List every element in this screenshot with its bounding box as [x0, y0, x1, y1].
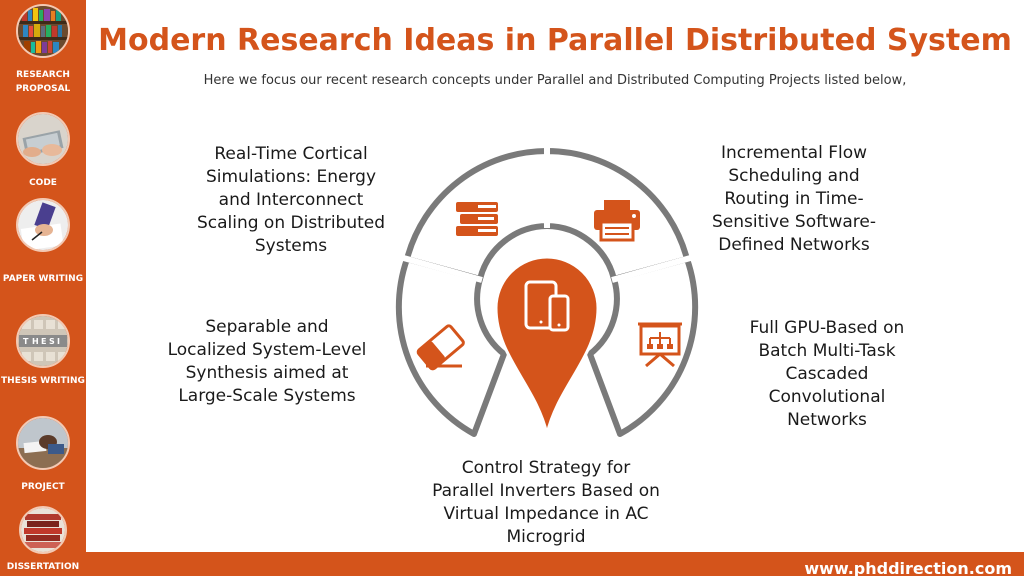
sidebar-item-code[interactable]: CODE: [0, 112, 86, 190]
sidebar-item-paper-writing[interactable]: PAPER WRITING: [0, 198, 86, 286]
sidebar-item-research-proposal[interactable]: RESEARCH PROPOSAL: [0, 4, 86, 96]
writing-hand-thumbnail: [16, 198, 70, 252]
ring-gap: [611, 254, 695, 283]
website-url[interactable]: www.phddirection.com: [804, 559, 1012, 578]
book-stack-thumbnail: [19, 506, 67, 554]
sidebar-item-label: PAPER WRITING: [2, 274, 84, 284]
presentation-chart-icon: [638, 322, 682, 368]
sidebar: RESEARCH PROPOSAL CODE PAPER WRITING: [0, 0, 86, 576]
svg-text:S: S: [49, 337, 55, 346]
ring-gap: [399, 254, 483, 283]
laptop-hands-thumbnail: [16, 112, 70, 166]
printer-icon: [594, 200, 640, 242]
footer-bar: www.phddirection.com: [86, 552, 1024, 578]
segmented-ring-diagram: [395, 146, 699, 437]
bookshelf-thumbnail: [16, 4, 70, 58]
sidebar-item-label: PROJECT: [21, 482, 65, 492]
devices-icon: [524, 280, 570, 332]
sidebar-item-dissertation[interactable]: DISSERTATION: [0, 506, 86, 574]
eraser-icon: [416, 324, 465, 371]
center-pin: [494, 255, 600, 435]
sidebar-item-label: DISSERTATION: [6, 562, 80, 572]
sidebar-item-label: THESIS WRITING: [1, 376, 85, 386]
page-subtitle: Here we focus our recent research concep…: [203, 73, 907, 88]
desk-sleeper-thumbnail: [16, 416, 70, 470]
sidebar-item-label: RESEARCH PROPOSAL: [15, 70, 71, 94]
topic-text-right: Full GPU-Based on Batch Multi-Task Casca…: [749, 318, 905, 430]
ring-segment-right: [587, 256, 699, 437]
svg-text:I: I: [57, 337, 60, 346]
sidebar-item-label: CODE: [29, 178, 57, 188]
sidebar-item-project[interactable]: PROJECT: [0, 416, 86, 494]
topic-text-top-right: Incremental Flow Scheduling and Routing …: [712, 143, 876, 255]
topic-text-left: Separable and Localized System-Level Syn…: [167, 317, 367, 406]
topic-text-bottom: Control Strategy for Parallel Inverters …: [432, 458, 660, 547]
page-title: Modern Research Ideas in Parallel Distri…: [98, 23, 1012, 58]
topic-text-top-left: Real-Time Cortical Simulations: Energy a…: [196, 144, 386, 256]
books-icon: [456, 202, 498, 236]
svg-text:E: E: [41, 337, 46, 346]
svg-text:H: H: [32, 337, 39, 346]
svg-text:T: T: [23, 337, 29, 346]
